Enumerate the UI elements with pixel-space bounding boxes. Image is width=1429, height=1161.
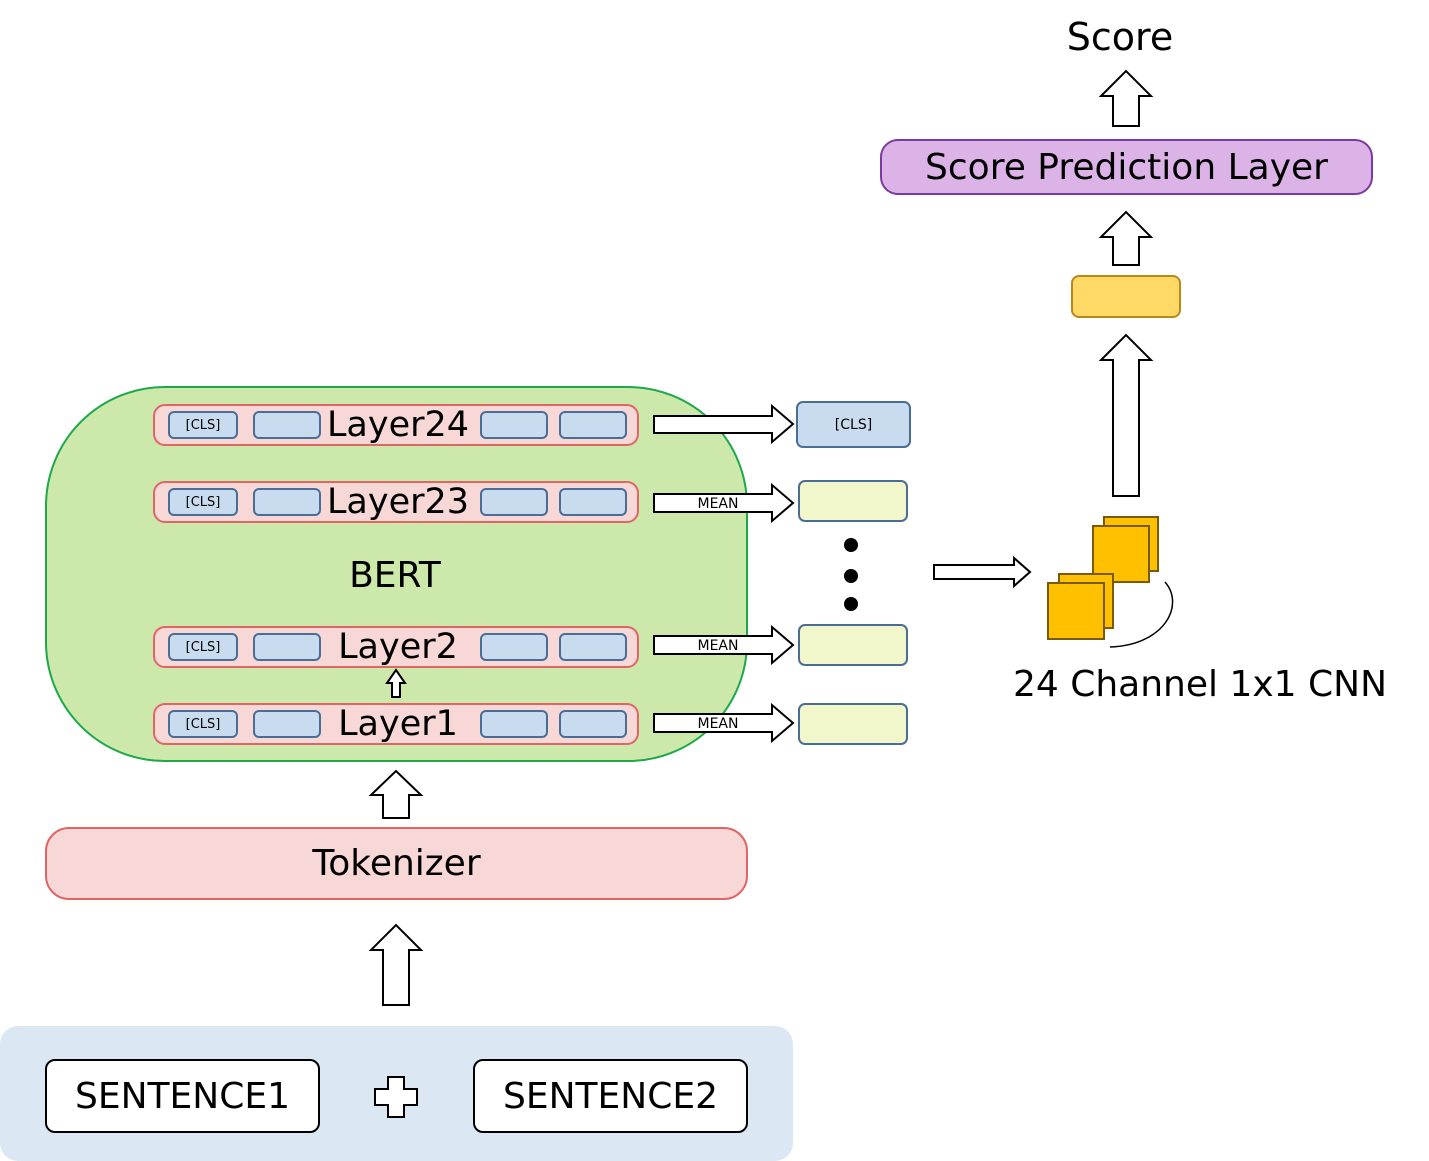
cls-token: [CLS] xyxy=(168,710,238,738)
tokenizer-label: Tokenizer xyxy=(312,843,481,884)
token xyxy=(559,710,627,738)
token xyxy=(559,411,627,439)
sentence2-box: SENTENCE2 xyxy=(473,1059,748,1133)
up-arrow-tokenizer xyxy=(368,769,424,819)
score-label: Score xyxy=(1066,15,1174,59)
layer-row-2: [CLS] Layer2 xyxy=(153,626,639,668)
up-arrow-cnn xyxy=(1098,333,1154,497)
up-arrow-score xyxy=(1098,69,1154,127)
layer-row-24: [CLS] Layer24 xyxy=(153,404,639,446)
token xyxy=(559,488,627,516)
ellipsis-dot xyxy=(844,538,858,552)
right-arrow-mean-23 xyxy=(653,482,795,524)
token xyxy=(559,633,627,661)
mean-output-box-23 xyxy=(798,480,908,522)
token xyxy=(480,633,548,661)
cls-output-label: [CLS] xyxy=(834,416,873,433)
cls-token: [CLS] xyxy=(168,411,238,439)
ellipsis-dot xyxy=(844,597,858,611)
layer-label: Layer23 xyxy=(326,482,470,522)
right-arrow-to-cnn xyxy=(933,555,1032,589)
cls-token: [CLS] xyxy=(168,633,238,661)
plus-icon xyxy=(374,1076,418,1118)
cls-token-label: [CLS] xyxy=(185,494,221,510)
sentence1-label: SENTENCE1 xyxy=(75,1075,290,1117)
layer-row-1: [CLS] Layer1 xyxy=(153,703,639,745)
mean-label: MEAN xyxy=(698,716,739,732)
cnn-output-vector xyxy=(1071,275,1181,318)
token xyxy=(253,488,321,516)
token xyxy=(253,633,321,661)
token xyxy=(253,710,321,738)
cls-token-label: [CLS] xyxy=(185,417,221,433)
token xyxy=(480,411,548,439)
layer-label: Layer24 xyxy=(326,405,470,445)
token xyxy=(480,488,548,516)
layer-label: Layer2 xyxy=(338,627,458,667)
up-arrow-layer xyxy=(385,668,407,698)
right-arrow-cls xyxy=(653,403,795,445)
up-arrow-vector xyxy=(1098,210,1154,266)
right-arrow-mean-1 xyxy=(653,702,795,744)
right-arrow-mean-2 xyxy=(653,624,795,666)
mean-output-box-1 xyxy=(798,703,908,745)
ellipsis-dot xyxy=(844,569,858,583)
bert-container xyxy=(45,386,748,762)
sentence1-box: SENTENCE1 xyxy=(45,1059,320,1133)
cls-output-box: [CLS] xyxy=(796,401,911,448)
score-prediction-layer: Score Prediction Layer xyxy=(880,139,1373,195)
score-prediction-label: Score Prediction Layer xyxy=(925,146,1328,188)
cnn-filter-front xyxy=(1047,582,1105,640)
tokenizer-box: Tokenizer xyxy=(45,827,748,900)
mean-label: MEAN xyxy=(698,496,739,512)
mean-output-box-2 xyxy=(798,624,908,666)
mean-label: MEAN xyxy=(698,638,739,654)
cls-token: [CLS] xyxy=(168,488,238,516)
cls-token-label: [CLS] xyxy=(185,716,221,732)
cnn-label: 24 Channel 1x1 CNN xyxy=(1012,663,1388,705)
channel-curve xyxy=(1109,581,1174,648)
layer-row-23: [CLS] Layer23 xyxy=(153,481,639,523)
layer-label: Layer1 xyxy=(338,704,458,744)
cls-token-label: [CLS] xyxy=(185,639,221,655)
up-arrow-input xyxy=(368,923,424,1006)
token xyxy=(480,710,548,738)
bert-label: BERT xyxy=(349,554,441,596)
token xyxy=(253,411,321,439)
sentence2-label: SENTENCE2 xyxy=(503,1075,718,1117)
